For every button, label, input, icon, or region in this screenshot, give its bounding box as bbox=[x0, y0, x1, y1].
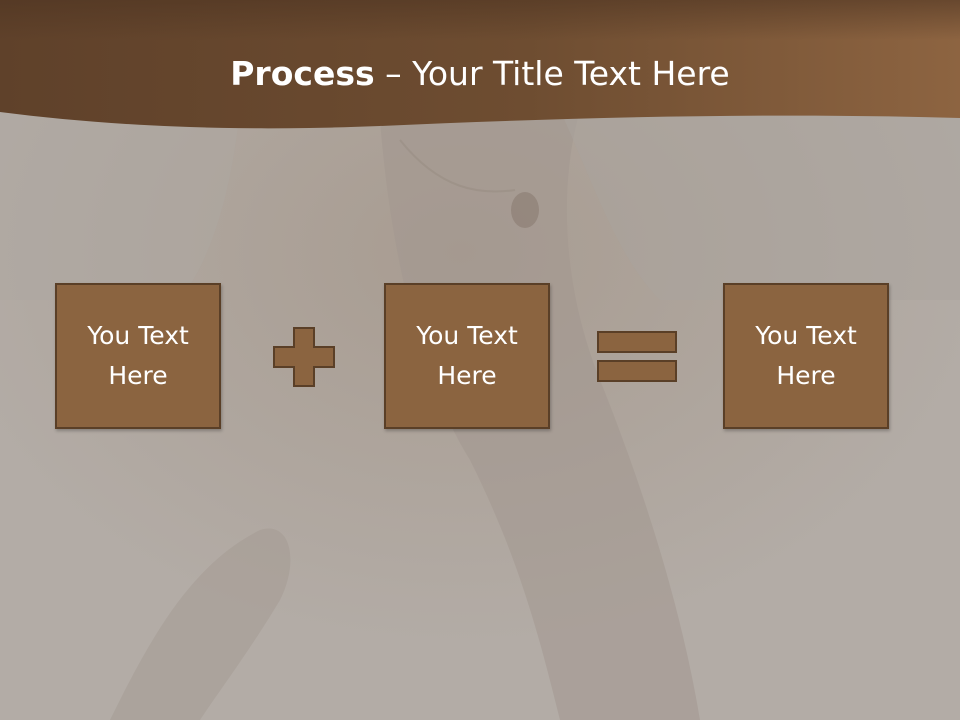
title-rest: – Your Title Text Here bbox=[374, 54, 730, 93]
step-box-2-text: You Text Here bbox=[416, 321, 518, 390]
step-box-result[interactable]: You Text Here bbox=[723, 283, 889, 429]
plus-icon bbox=[273, 327, 335, 387]
equals-icon bbox=[597, 331, 677, 382]
title-bold: Process bbox=[230, 54, 375, 93]
step-box-result-text: You Text Here bbox=[755, 321, 857, 390]
step-box-1[interactable]: You Text Here bbox=[55, 283, 221, 429]
step-box-2[interactable]: You Text Here bbox=[384, 283, 550, 429]
slide-title: Process – Your Title Text Here bbox=[0, 52, 960, 96]
step-box-1-text: You Text Here bbox=[87, 321, 189, 390]
